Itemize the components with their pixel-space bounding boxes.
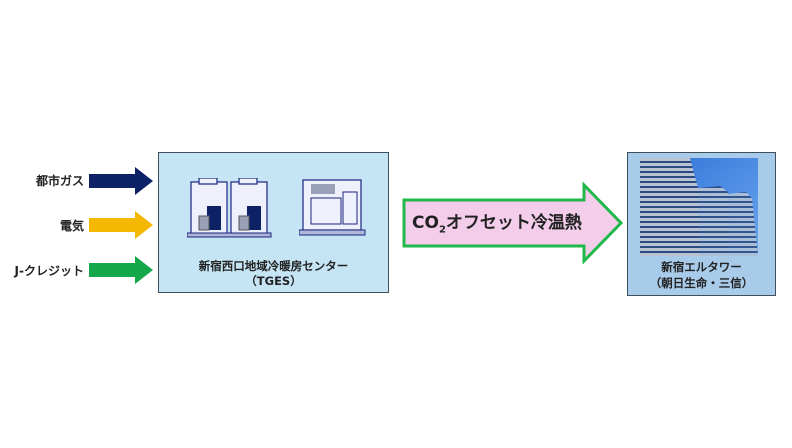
building-owner: （朝日生命・三信） [649,276,754,290]
absorption-unit-icon [299,179,366,236]
building-box: 新宿エルタワー （朝日生命・三信） [627,152,776,296]
plant-name: 新宿西口地域冷暖房センター [198,259,349,273]
chiller-icon [187,178,272,238]
building-name: 新宿エルタワー [661,260,742,274]
building-photo [640,158,758,256]
input-label-credit: J-クレジット [14,264,84,278]
plant-abbr: （TGES） [245,274,302,288]
input-label-gas: 都市ガス [35,174,84,188]
input-label-electricity: 電気 [59,219,84,233]
credit-arrow [89,256,153,284]
plant-box: 新宿西口地域冷暖房センター （TGES） [158,152,389,293]
offset-heat-arrow [402,182,624,264]
electricity-arrow [89,211,153,239]
gas-arrow [89,167,153,195]
offset-heat-label: CO2オフセット冷温熱 [412,213,582,236]
